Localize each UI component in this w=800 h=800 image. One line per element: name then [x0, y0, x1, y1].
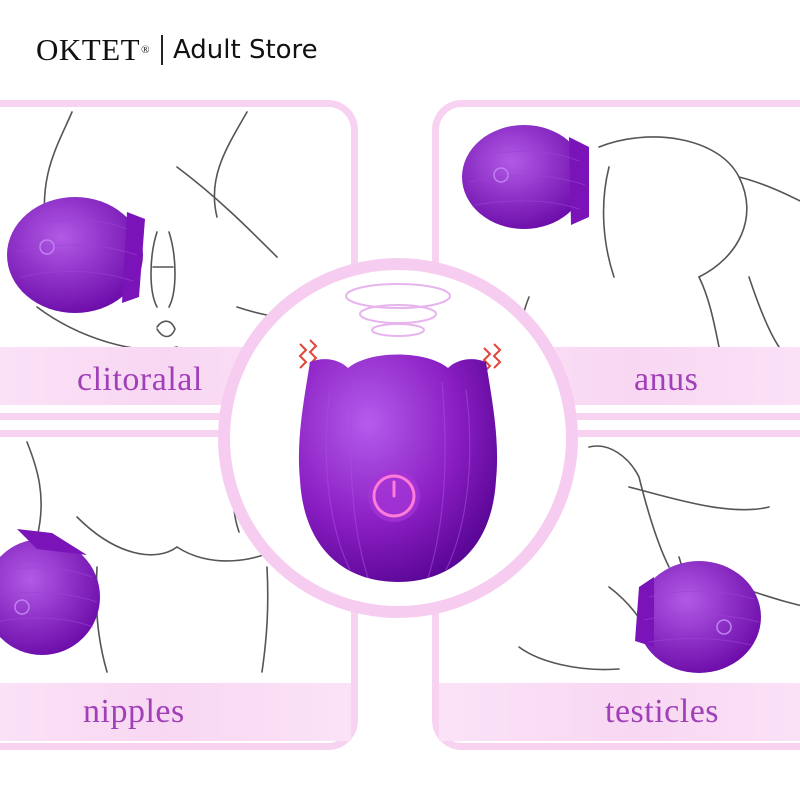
panel-label: clitoralal — [77, 361, 203, 398]
vibration-right-icon — [482, 343, 502, 373]
brand-header: OKTET ® Adult Store — [36, 28, 318, 72]
panel-label: nipples — [83, 693, 185, 730]
store-name: Adult Store — [172, 35, 318, 65]
rose-device-illustration — [0, 529, 100, 655]
brand-name: OKTET — [36, 32, 141, 67]
vibration-left-icon — [298, 339, 318, 369]
rose-device-illustration — [462, 125, 589, 229]
panel-label: anus — [634, 361, 699, 398]
rose-device-illustration — [7, 197, 145, 313]
header-divider — [161, 35, 163, 65]
registered-mark: ® — [141, 44, 150, 56]
rose-device-illustration — [635, 561, 761, 673]
panel-label: testicles — [605, 693, 720, 730]
rose-vibrator-product — [298, 283, 502, 582]
suction-wave-icon — [345, 283, 451, 337]
label-band — [0, 683, 351, 741]
power-icon — [372, 474, 416, 518]
body-outline-illustration — [520, 136, 800, 353]
label-band — [439, 683, 800, 741]
